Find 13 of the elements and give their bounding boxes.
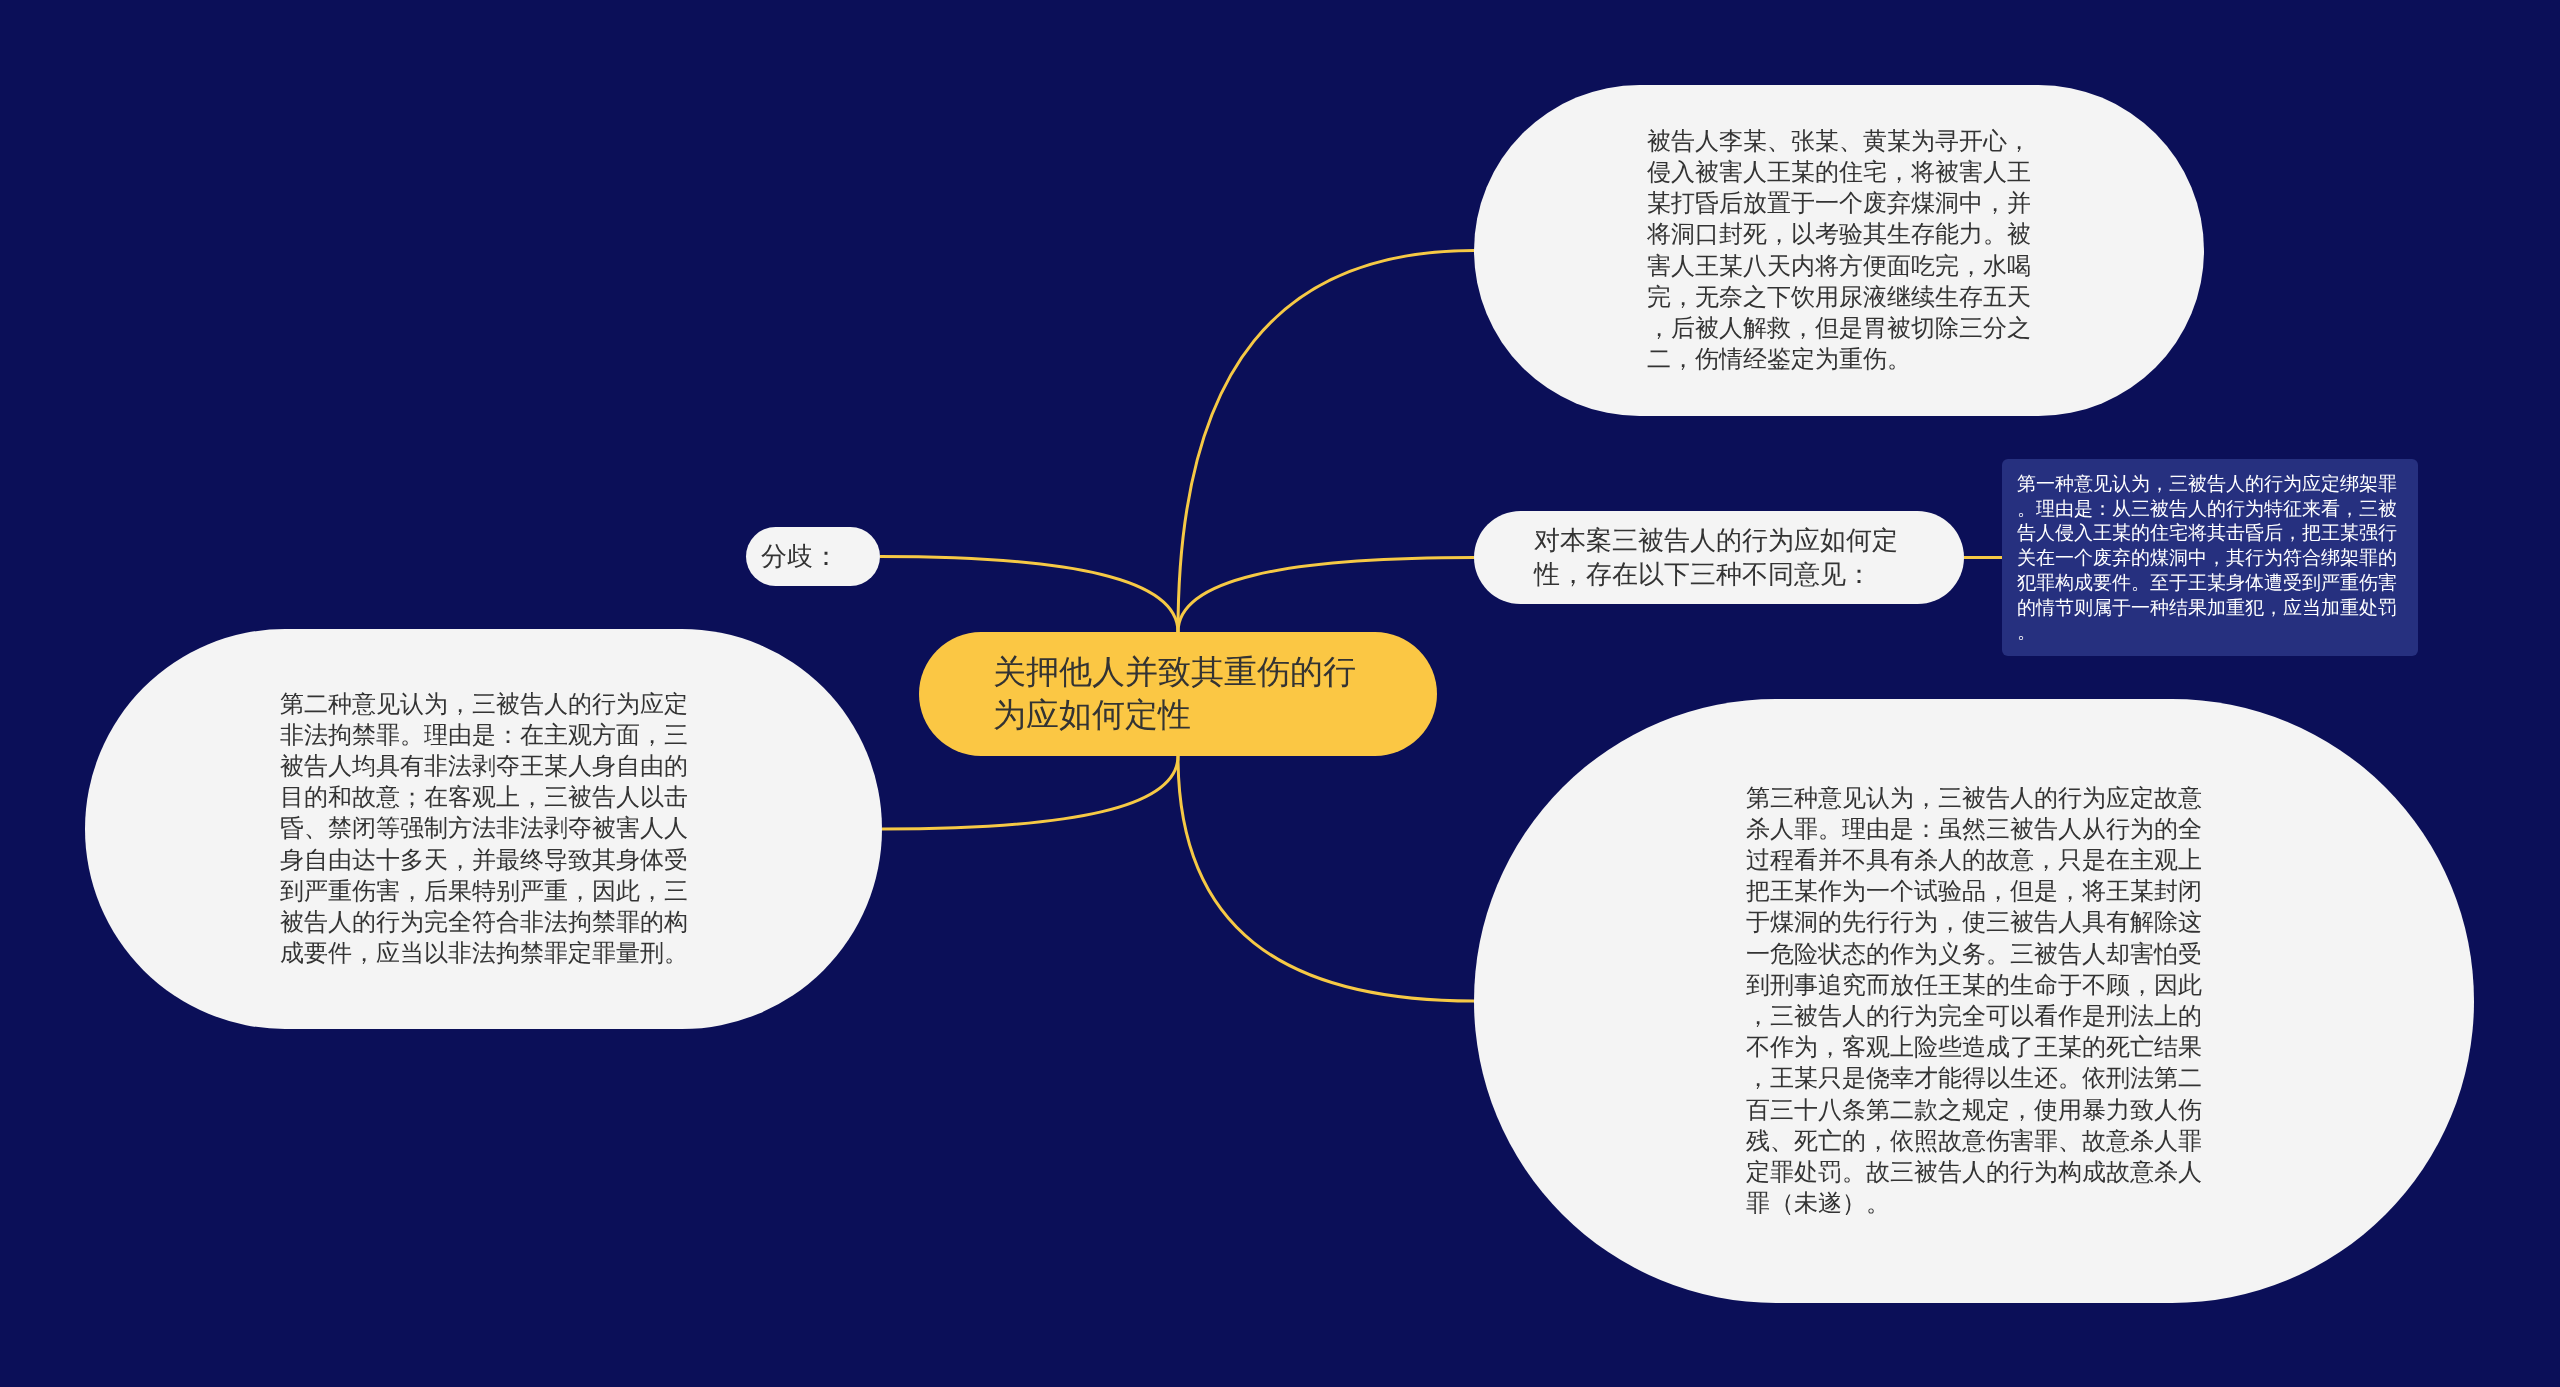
node-text: 第一种意见认为，三被告人的行为应定绑架罪。理由是：从三被告人的行为特征来看，三被告人侵入王某的住宅将其击昏后，把王某强行关在一个废弃的煤洞中，其行为符合绑架罪的犯罪构成要件。至于王某身体遭受到严重伤害的情节则属于一种结果加重犯，应当加重处罚。 bbox=[2017, 471, 2399, 644]
connector-line bbox=[880, 555, 1180, 633]
node-text: 分歧： bbox=[761, 539, 840, 573]
connector-line bbox=[882, 755, 1180, 831]
node-text: 被告人李某、张某、黄某为寻开心，侵入被害人王某的住宅，将被害人王某打昏后放置于一个废弃煤洞中，并将洞口封死，以考验其生存能力。被害人王某八天内将方便面吃完，水喝完，无奈之下饮用尿液继续生存五天，后被人解救，但是胃被切除三分之二，伤情经鉴定为重伤。 bbox=[1647, 125, 2031, 376]
connector-line bbox=[1964, 556, 2002, 559]
node-text: 对本案三被告人的行为应如何定性，存在以下三种不同意见： bbox=[1534, 523, 1900, 591]
note-card bbox=[2002, 459, 2418, 656]
node-text: 第二种意见认为，三被告人的行为应定非法拘禁罪。理由是：在主观方面，三被告人均具有非法剥夺王某人身自由的目的和故意；在客观上，三被告人以击昏、禁闭等强制方法非法剥夺被害人人身自由达十多天，并最终导致其身体受到严重伤害，后果特别严重，因此，三被告人的行为完全符合非法拘禁罪的构成要件，应当以非法拘禁罪定罪量刑。 bbox=[279, 688, 688, 970]
connector-line bbox=[1176, 556, 1474, 633]
connector-line bbox=[1176, 755, 1475, 1003]
node-text: 第三种意见认为，三被告人的行为应定故意杀人罪。理由是：虽然三被告人从行为的全过程看并不具有杀人的故意，只是在主观上把王某作为一个试验品，但是，将王某封闭于煤洞的先行行为，使三被告人具有解除这一危险状态的作为义务。三被告人却害怕受到刑事追究而放任王某的生命于不顾，因此，三被告人的行为完全可以看作是刑法上的不作为，客观上险些造成了王某的死亡结果，王某只是侥幸才能得以生还。依刑法第二百三十八条第二款之规定，使用暴力致人伤残、死亡的，依照故意伤害罪、故意杀人罪定罪处罚。故三被告人的行为构成故意杀人罪（未遂）。 bbox=[1746, 782, 2202, 1220]
node-text: 关押他人并致其重伤的行为应如何定性 bbox=[993, 651, 1358, 736]
